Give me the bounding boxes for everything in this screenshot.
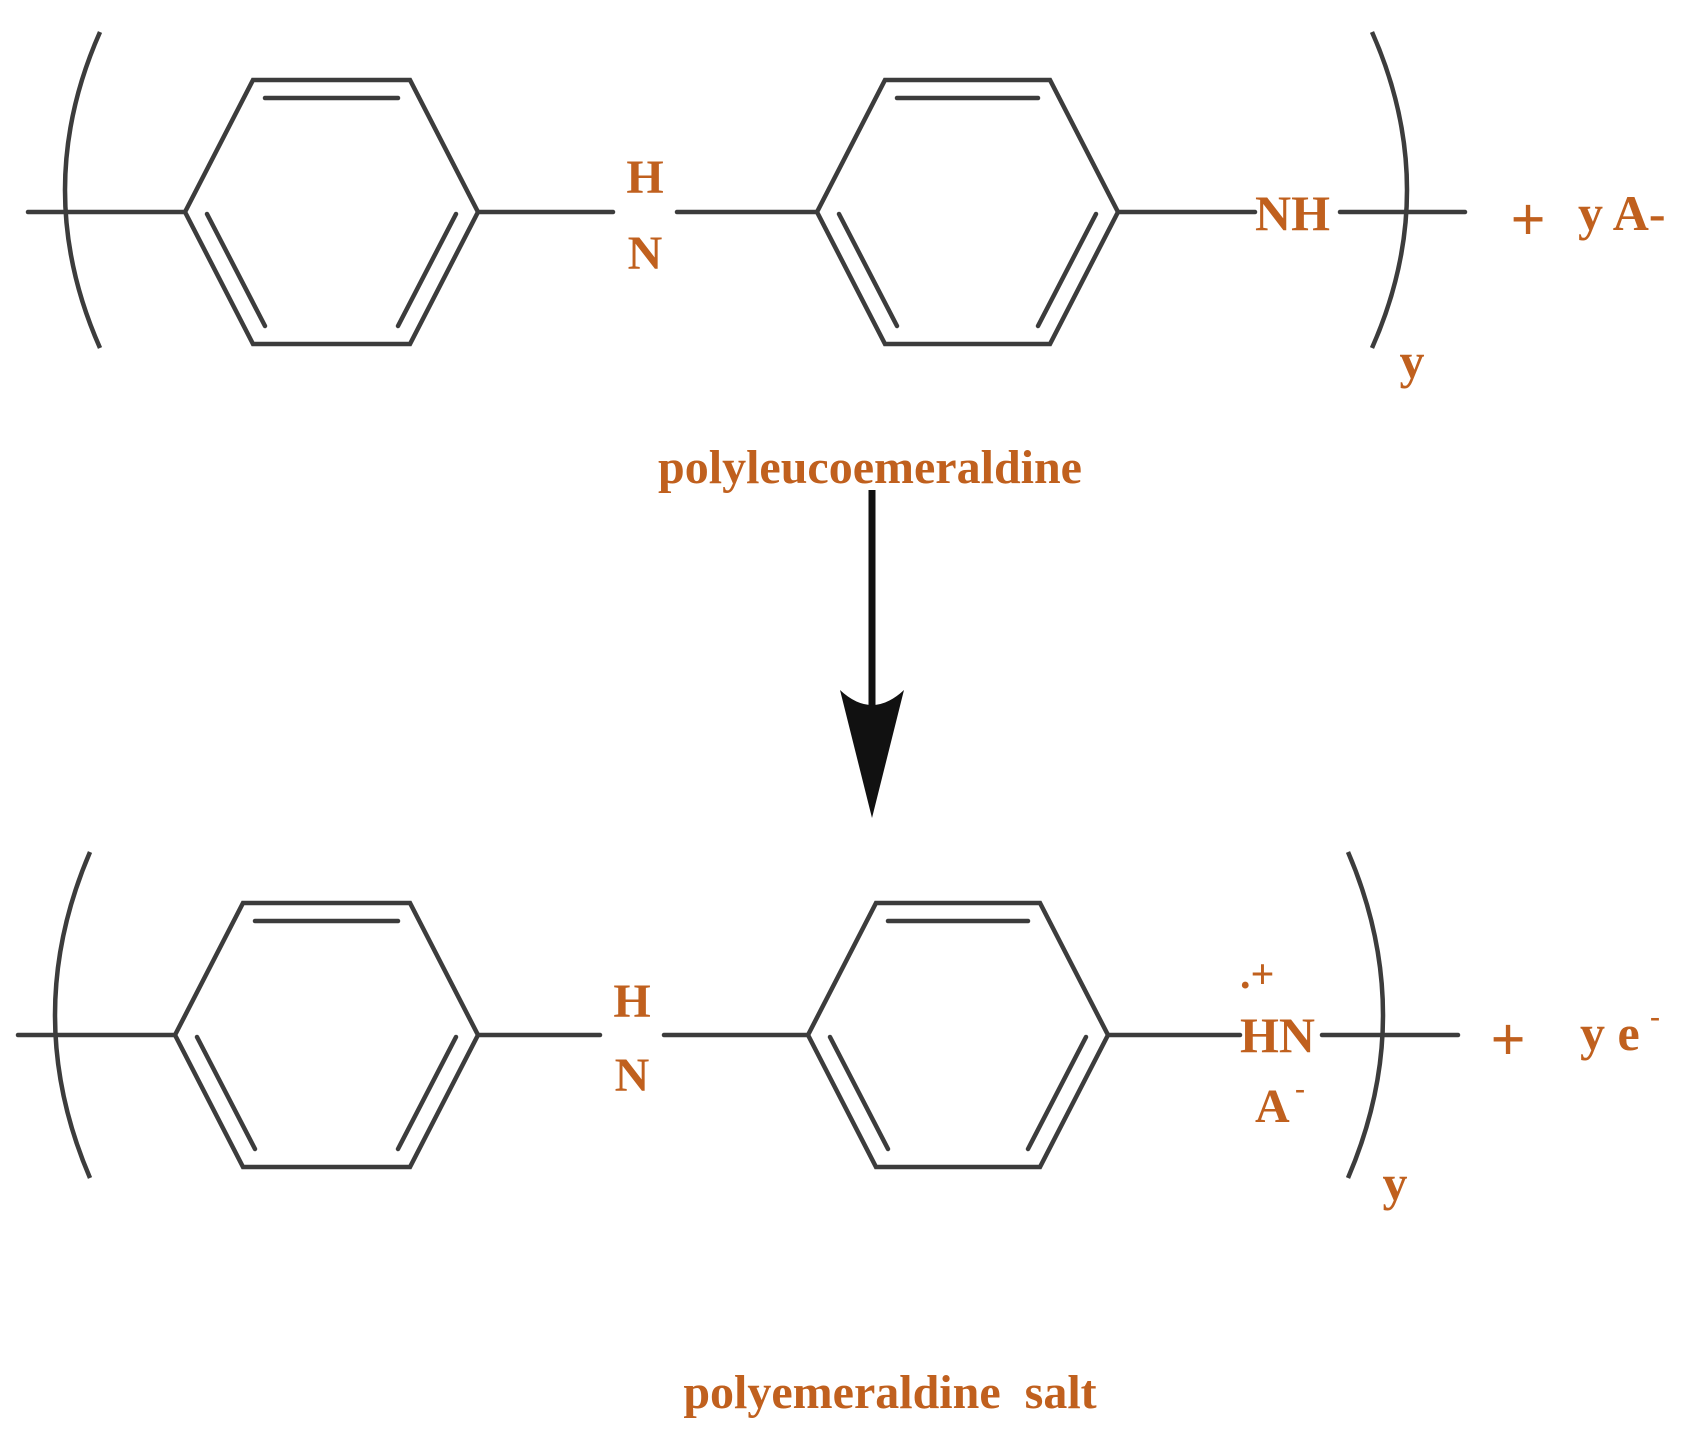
left-bracket — [52, 851, 93, 1179]
radical-cation-label: .+ — [1240, 952, 1274, 998]
counter-ion-label: A — [1255, 1080, 1290, 1133]
repeat-subscript: y — [1383, 1155, 1408, 1211]
reactant-structure: H N NH y + y A- — [25, 31, 1666, 389]
product-name: polyemeraldine salt — [683, 1366, 1096, 1419]
benzene-ring — [814, 77, 1121, 347]
amine-h-label: H — [626, 151, 663, 204]
amine-n-label: N — [615, 1049, 650, 1102]
benzene-ring — [182, 77, 481, 347]
product-structure: H N .+ HN A - y + y e - — [15, 851, 1660, 1211]
repeat-subscript: y — [1400, 333, 1425, 389]
counter-ion-charge: - — [1295, 1072, 1305, 1105]
benzene-ring — [172, 900, 481, 1170]
left-bracket — [62, 31, 103, 349]
hn-label: HN — [1240, 1007, 1315, 1063]
reagent-label: y A- — [1578, 185, 1666, 241]
amine-n-label: N — [628, 227, 663, 280]
right-bracket — [1345, 851, 1386, 1179]
benzene-ring — [805, 900, 1111, 1170]
right-bracket — [1369, 31, 1410, 349]
byproduct-charge: - — [1650, 1000, 1660, 1033]
amine-h-label: H — [613, 975, 650, 1028]
byproduct-label: y e — [1580, 1005, 1640, 1061]
plus-sign: + — [1510, 186, 1545, 254]
plus-sign: + — [1490, 1006, 1525, 1074]
down-arrow-icon — [840, 490, 904, 818]
nh-label: NH — [1255, 185, 1330, 241]
reactant-name: polyleucoemeraldine — [658, 441, 1082, 494]
